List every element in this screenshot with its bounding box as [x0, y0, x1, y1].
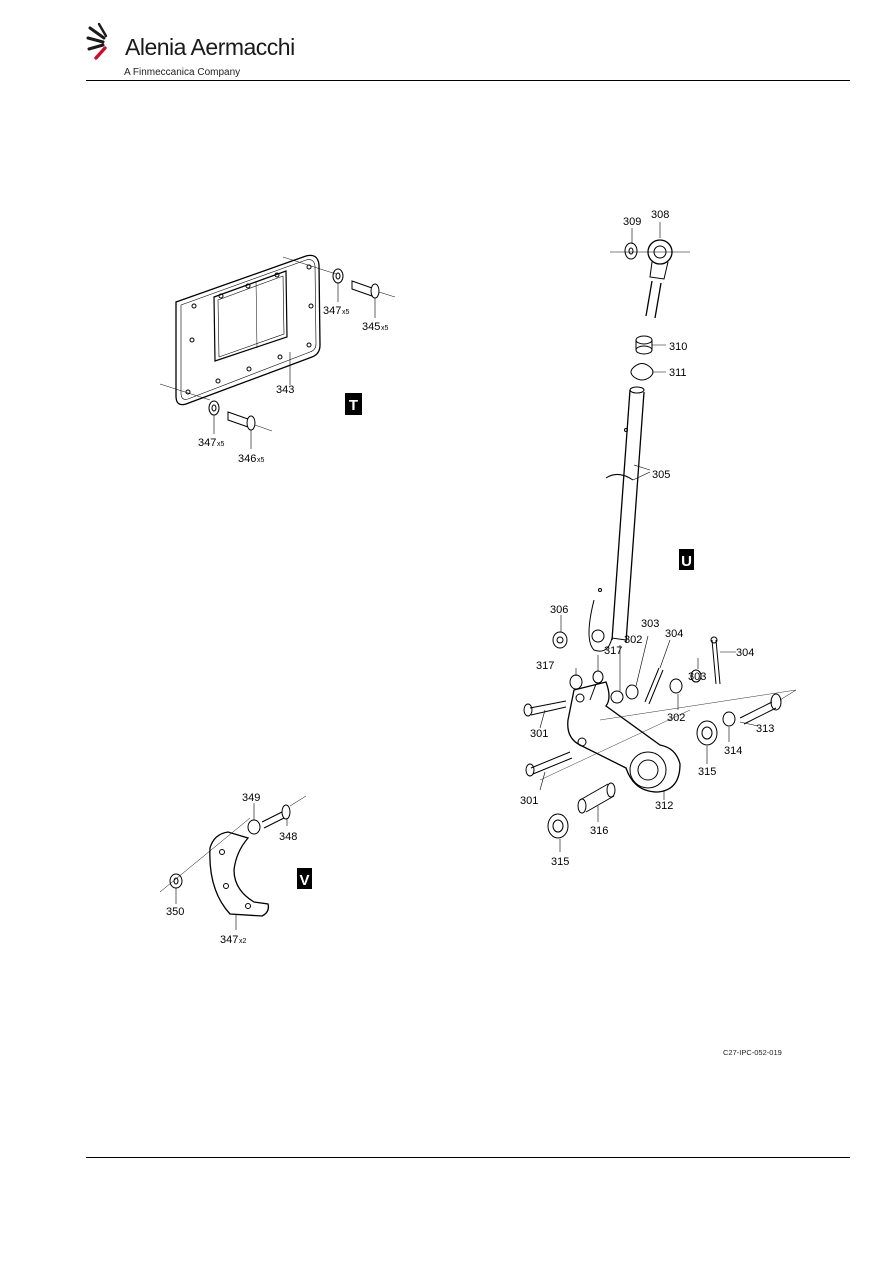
callout-304-left: 304 — [665, 628, 683, 640]
figure-reference: C27-IPC-052-019 — [723, 1048, 782, 1057]
footer-rule — [86, 1157, 850, 1158]
logo-subtitle: A Finmeccanica Company — [124, 67, 241, 78]
view-label-t: T — [349, 397, 358, 414]
callout-317-top: 317 — [604, 645, 622, 657]
callout-347-v: 347 — [220, 934, 238, 946]
callout-308: 308 — [651, 209, 669, 221]
callout-309: 309 — [623, 216, 641, 228]
alenia-logo-icon — [86, 22, 108, 60]
callout-346: 346 — [238, 453, 256, 465]
callout-304-right: 304 — [736, 647, 754, 659]
callout-347-t-top: 347 — [323, 305, 341, 317]
callout-350: 350 — [166, 906, 184, 918]
callout-305: 305 — [652, 469, 670, 481]
callout-306: 306 — [550, 604, 568, 616]
callout-349: 349 — [242, 792, 260, 804]
callout-347-v-qty: x2 — [239, 938, 247, 945]
callout-314: 314 — [724, 745, 742, 757]
view-v-bracket-assembly — [159, 795, 307, 930]
callout-303-left: 303 — [641, 618, 659, 630]
callout-301-top: 301 — [530, 728, 548, 740]
callout-302-top: 302 — [624, 634, 642, 646]
callout-317-left: 317 — [536, 660, 554, 672]
callout-311: 311 — [669, 367, 687, 379]
callout-345: 345 — [362, 321, 380, 333]
callout-313: 313 — [756, 723, 774, 735]
callout-348: 348 — [279, 831, 297, 843]
callout-303-right: 303 — [688, 671, 706, 683]
view-u-marker — [679, 549, 694, 570]
callout-315-bottom: 315 — [551, 856, 569, 868]
view-t-marker — [345, 393, 362, 415]
callout-347-t-bottom: 347 — [198, 437, 216, 449]
callout-347-t-top-qty: x5 — [342, 309, 350, 316]
callout-315-right: 315 — [698, 766, 716, 778]
callout-343: 343 — [276, 384, 294, 396]
callout-346-qty: x5 — [257, 457, 265, 464]
view-label-v: V — [299, 872, 309, 889]
callout-310: 310 — [669, 341, 687, 353]
callout-312: 312 — [655, 800, 673, 812]
callout-345-qty: x5 — [381, 325, 389, 332]
callout-347-t-bottom-qty: x5 — [217, 441, 225, 448]
callout-302-bottom: 302 — [667, 712, 685, 724]
callout-301-bottom: 301 — [520, 795, 538, 807]
view-label-u: U — [681, 553, 692, 570]
view-v-marker — [297, 868, 312, 889]
callout-316: 316 — [590, 825, 608, 837]
logo-name: Alenia Aermacchi — [125, 34, 295, 60]
view-u-rod-assembly — [523, 222, 797, 852]
header-rule — [86, 80, 850, 81]
page-header: Alenia Aermacchi A Finmeccanica Company — [0, 0, 893, 82]
view-t-plate-assembly — [159, 254, 396, 449]
